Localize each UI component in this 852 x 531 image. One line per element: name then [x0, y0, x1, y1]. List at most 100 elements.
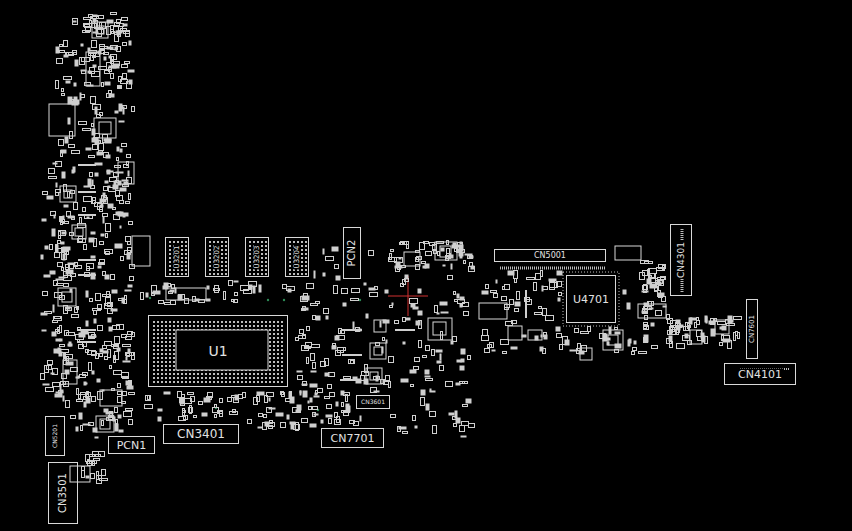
smd-part — [68, 344, 73, 347]
ref-designator: CN5201 — [52, 423, 58, 449]
smd-part — [111, 61, 114, 64]
smd-part — [307, 358, 309, 364]
smd-part — [69, 342, 72, 347]
smd-part — [276, 413, 284, 417]
smd-part — [492, 350, 496, 352]
smd-part — [132, 333, 135, 337]
smd-part — [90, 173, 93, 177]
smd-part — [91, 232, 96, 235]
smd-part — [46, 388, 54, 392]
smd-part — [128, 242, 131, 245]
smd-part — [645, 306, 648, 313]
smd-part — [323, 249, 325, 255]
smd-part — [50, 245, 53, 250]
smd-part — [325, 397, 330, 399]
smd-part — [296, 423, 299, 431]
smd-part — [60, 339, 63, 342]
smd-part — [333, 344, 336, 346]
smd-part — [644, 335, 649, 343]
smd-part — [540, 347, 544, 352]
smd-part — [90, 299, 93, 302]
smd-part — [109, 327, 113, 332]
smd-part — [403, 432, 408, 434]
smd-part — [115, 111, 119, 114]
smd-part — [112, 290, 118, 294]
smd-part — [68, 118, 71, 125]
smd-part — [126, 32, 130, 37]
smd-part — [230, 412, 238, 415]
ref-designator: CN3501 — [58, 472, 68, 514]
smd-part — [607, 338, 611, 341]
smd-part — [667, 339, 672, 344]
smd-part — [460, 242, 463, 245]
smd-part — [424, 242, 429, 244]
smd-part — [98, 305, 102, 310]
smd-part — [53, 321, 58, 323]
smd-part — [304, 294, 308, 298]
smd-part — [307, 327, 310, 331]
smd-part — [326, 257, 334, 261]
smd-part — [298, 376, 303, 380]
component-outline: U3202 — [205, 237, 229, 277]
smd-part — [70, 289, 73, 293]
smd-part — [365, 365, 368, 373]
smd-part — [58, 263, 63, 267]
smd-part — [56, 193, 59, 196]
smd-part — [64, 354, 66, 361]
smd-part — [648, 270, 650, 273]
smd-part — [124, 182, 129, 186]
smd-part — [71, 416, 76, 419]
smd-part — [114, 371, 122, 375]
smd-part — [185, 299, 189, 304]
smd-part — [290, 397, 295, 404]
smd-part — [58, 241, 61, 244]
smd-part — [639, 352, 647, 354]
smd-part — [61, 217, 63, 225]
smd-part — [104, 187, 108, 191]
smd-part — [112, 389, 115, 391]
smd-part — [632, 352, 635, 355]
smd-part — [311, 371, 317, 373]
smd-part — [706, 317, 708, 324]
smd-part — [106, 252, 110, 255]
smd-part — [126, 357, 128, 361]
smd-part — [515, 279, 517, 283]
smd-part — [398, 427, 401, 432]
smd-part — [122, 392, 127, 396]
smd-part — [159, 301, 164, 304]
ref-designator: CN3401 — [176, 428, 226, 440]
smd-part — [202, 413, 208, 417]
component-outline: U3203 — [245, 237, 269, 277]
ref-designator: U1 — [207, 344, 228, 358]
smd-part — [179, 295, 185, 300]
smd-part — [206, 299, 211, 302]
smd-part — [421, 390, 426, 396]
smd-part — [419, 321, 422, 329]
smd-part — [178, 392, 182, 398]
smd-part — [352, 289, 360, 293]
smd-part — [95, 21, 98, 29]
smd-part — [438, 252, 440, 256]
smd-part — [82, 471, 85, 478]
smd-part — [158, 409, 163, 412]
smd-part — [447, 241, 449, 245]
smd-part — [64, 41, 68, 47]
smd-part — [148, 396, 150, 400]
smd-part — [232, 396, 239, 398]
smd-part — [460, 254, 463, 259]
smd-part — [190, 406, 192, 414]
smd-part — [588, 327, 591, 332]
smd-part — [117, 348, 121, 352]
smd-part — [119, 104, 123, 112]
ball-grid — [168, 239, 188, 275]
smd-part — [417, 257, 422, 260]
smd-part — [130, 265, 135, 269]
smd-part — [461, 436, 467, 438]
smd-part — [53, 305, 55, 313]
ref-designator: U4701 — [572, 294, 610, 305]
smd-part — [89, 156, 95, 158]
smd-part — [558, 298, 561, 302]
smd-part — [130, 277, 134, 281]
smd-part — [98, 266, 102, 269]
smd-part — [117, 158, 119, 161]
